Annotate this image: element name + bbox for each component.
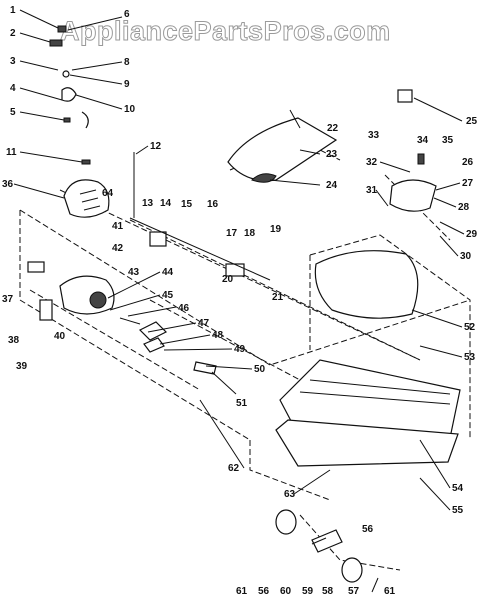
callout-label: 61 — [236, 586, 248, 597]
callout-label: 44 — [162, 267, 174, 278]
callout-label: 3 — [10, 56, 16, 67]
part-11 — [81, 159, 91, 165]
callout-label: 27 — [462, 178, 474, 189]
callout-label: 48 — [212, 330, 224, 341]
callout-label: 31 — [366, 185, 378, 196]
part-52-base-interior — [314, 250, 419, 319]
callout-label: 24 — [326, 180, 338, 191]
part-46 — [119, 317, 141, 325]
part-64-rod — [129, 217, 271, 281]
callout-label: 29 — [466, 229, 478, 240]
callout-label: 54 — [452, 483, 464, 494]
callout-label: 20 — [222, 274, 234, 285]
watermark-text: AppliancePartsPros.com — [60, 16, 391, 46]
callout-label: 15 — [181, 199, 193, 210]
callout-label: 33 — [368, 130, 380, 141]
callout-label: 12 — [150, 141, 162, 152]
part-10 — [61, 87, 77, 102]
callout-label: 34 — [417, 135, 429, 146]
callout-label: 28 — [458, 202, 470, 213]
part-22-handle-housing — [227, 117, 338, 182]
callout-label: 11 — [6, 147, 17, 158]
callout-label: 5 — [10, 107, 16, 118]
callout-label: 19 — [270, 224, 282, 235]
callout-label: 60 — [280, 586, 292, 597]
part-59-axle — [311, 529, 343, 553]
callout-label: 41 — [112, 221, 124, 232]
part-48 — [143, 337, 165, 353]
callout-label: 50 — [254, 364, 266, 375]
callout-label: 37 — [2, 294, 14, 305]
callout-label: 51 — [236, 398, 248, 409]
callout-label: 64 — [102, 188, 114, 199]
callout-label: 40 — [54, 331, 66, 342]
part-37-switch — [27, 261, 45, 273]
part-hook — [81, 111, 89, 129]
part-44-fan — [89, 291, 107, 309]
callout-label: 32 — [366, 157, 378, 168]
callout-label: 53 — [464, 352, 476, 363]
callout-label: 9 — [124, 79, 130, 90]
callout-label: 8 — [124, 57, 130, 68]
callout-label: 16 — [207, 199, 219, 210]
callout-label: 21 — [272, 292, 284, 303]
callout-label: 57 — [348, 586, 360, 597]
callout-label: 36 — [2, 179, 14, 190]
callout-label: 22 — [327, 123, 339, 134]
callout-label: 25 — [466, 116, 478, 127]
callout-label: 56 — [258, 586, 270, 597]
parts-drawings — [27, 25, 461, 583]
callout-label: 49 — [234, 344, 246, 355]
part-34 — [417, 153, 425, 165]
part-1 — [57, 25, 67, 33]
callout-label: 2 — [10, 28, 16, 39]
callout-label: 62 — [228, 463, 240, 474]
callout-label: 26 — [462, 157, 474, 168]
part-14 — [149, 231, 167, 247]
callout-label: 38 — [8, 335, 20, 346]
callout-label: 13 — [142, 198, 154, 209]
callout-label: 59 — [302, 586, 314, 597]
callout-label: 58 — [322, 586, 334, 597]
part-57-wheel-right — [341, 557, 363, 583]
callout-label: 63 — [284, 489, 296, 500]
callout-label: 56 — [362, 524, 374, 535]
callout-label: 35 — [442, 135, 454, 146]
callout-label: 14 — [160, 198, 172, 209]
callout-label: 52 — [464, 322, 476, 333]
callout-label: 47 — [198, 318, 210, 329]
callout-label: 23 — [326, 149, 338, 160]
callout-label: 39 — [16, 361, 28, 372]
callout-label: 55 — [452, 505, 464, 516]
part-36-motor-cover — [63, 179, 110, 218]
part-56-wheel-left — [275, 509, 297, 535]
part-40-motor — [59, 275, 115, 315]
part-26-bracket — [389, 179, 437, 212]
callout-label: 42 — [112, 243, 124, 254]
callout-label: 10 — [124, 104, 136, 115]
callout-label: 4 — [10, 83, 16, 94]
callout-label: 17 — [226, 228, 238, 239]
part-2 — [49, 39, 63, 47]
callout-label: 1 — [10, 5, 16, 16]
part-9 — [62, 70, 70, 78]
callout-label: 45 — [162, 290, 174, 301]
callout-label: 6 — [124, 9, 130, 20]
callout-label: 30 — [460, 251, 472, 262]
callout-label: 46 — [178, 303, 190, 314]
part-25 — [397, 89, 413, 103]
callout-label: 43 — [128, 267, 140, 278]
callout-label: 18 — [244, 228, 256, 239]
part-5 — [63, 117, 71, 123]
part-55-bumper — [275, 419, 459, 467]
callout-labels: 1 2 3 4 5 6 8 9 10 11 12 13 14 15 16 17 … — [2, 5, 478, 597]
leader-lines — [13, 9, 465, 593]
callout-label: 61 — [384, 586, 396, 597]
part-38 — [39, 299, 53, 321]
